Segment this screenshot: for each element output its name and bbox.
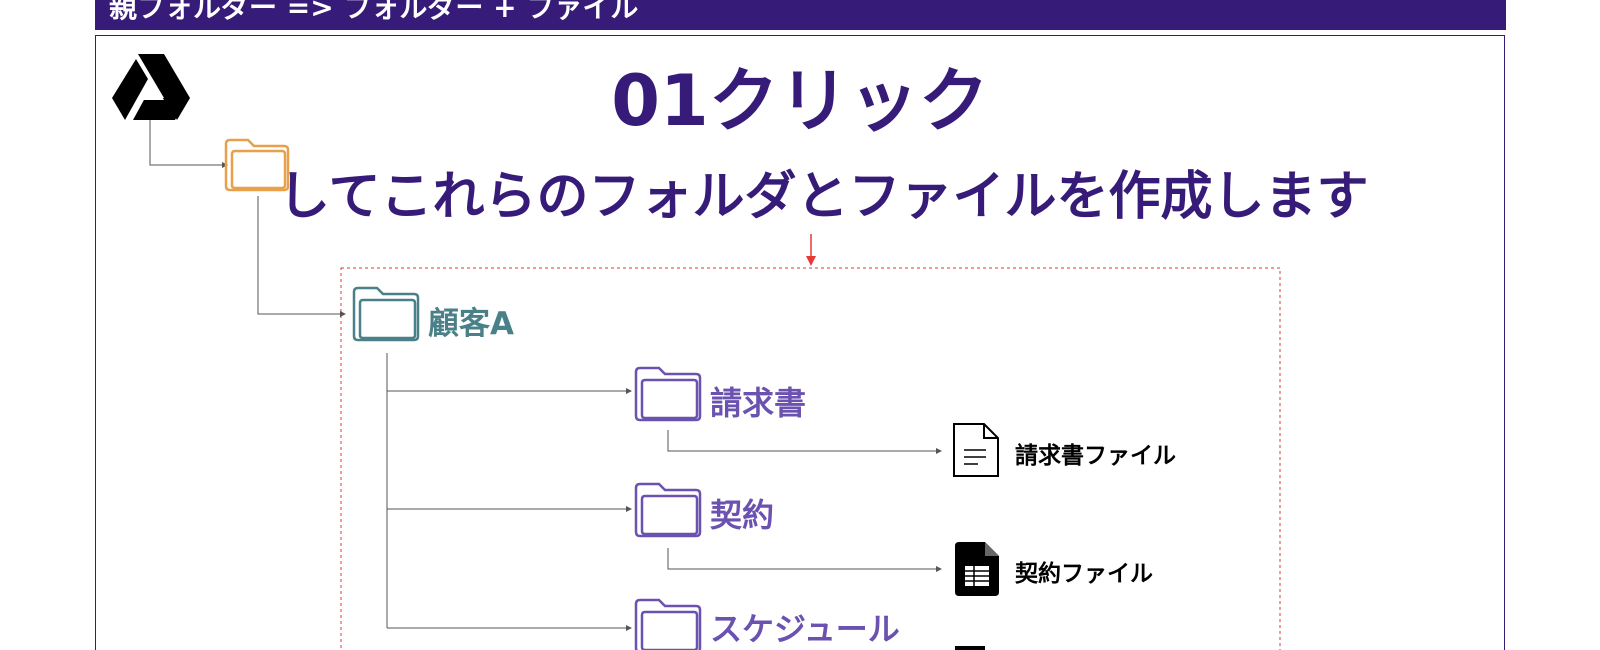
contract-folder-label: 契約 [710,496,775,534]
invoice-file-label: 請求書ファイル [1015,443,1176,469]
connector-invoice-head [626,388,632,394]
content-frame [95,35,1505,650]
invoice-folder-icon [634,366,702,422]
contract-file-label: 契約ファイル [1015,561,1153,587]
connector-parent-customer [257,196,340,315]
connector-contract-file-head [936,566,942,572]
connector-invoice-file [667,430,936,452]
schedule-file-icon [955,646,985,650]
connector-contract-head [626,506,632,512]
customer-folder-label: 顧客A [428,306,514,342]
connector-schedule-head [626,625,632,631]
schedule-folder-icon [634,598,702,650]
highlight-arrow-head [806,256,816,266]
document-file-icon [953,423,999,477]
header-title: 親フォルダー => フォルダー + ファイル [109,0,639,24]
spreadsheet-file-icon [955,542,999,596]
contract-folder-icon [634,482,702,538]
parent-folder-icon [224,138,290,192]
highlight-box [340,267,1281,650]
google-drive-icon [112,54,190,120]
connector-contract-file [667,548,936,570]
invoice-folder-label: 請求書 [710,384,807,422]
main-subtitle: してこれらのフォルダとファイルを作成します [278,167,1369,227]
customer-folder-icon [352,286,420,342]
header-bar: 親フォルダー => フォルダー + ファイル [95,0,1506,30]
connector-parent-customer-head [340,311,346,317]
main-title: 01クリック [611,60,989,142]
schedule-folder-label: スケジュール [710,610,900,648]
connector-invoice-file-head [936,448,942,454]
connector-root-parent [149,116,222,166]
